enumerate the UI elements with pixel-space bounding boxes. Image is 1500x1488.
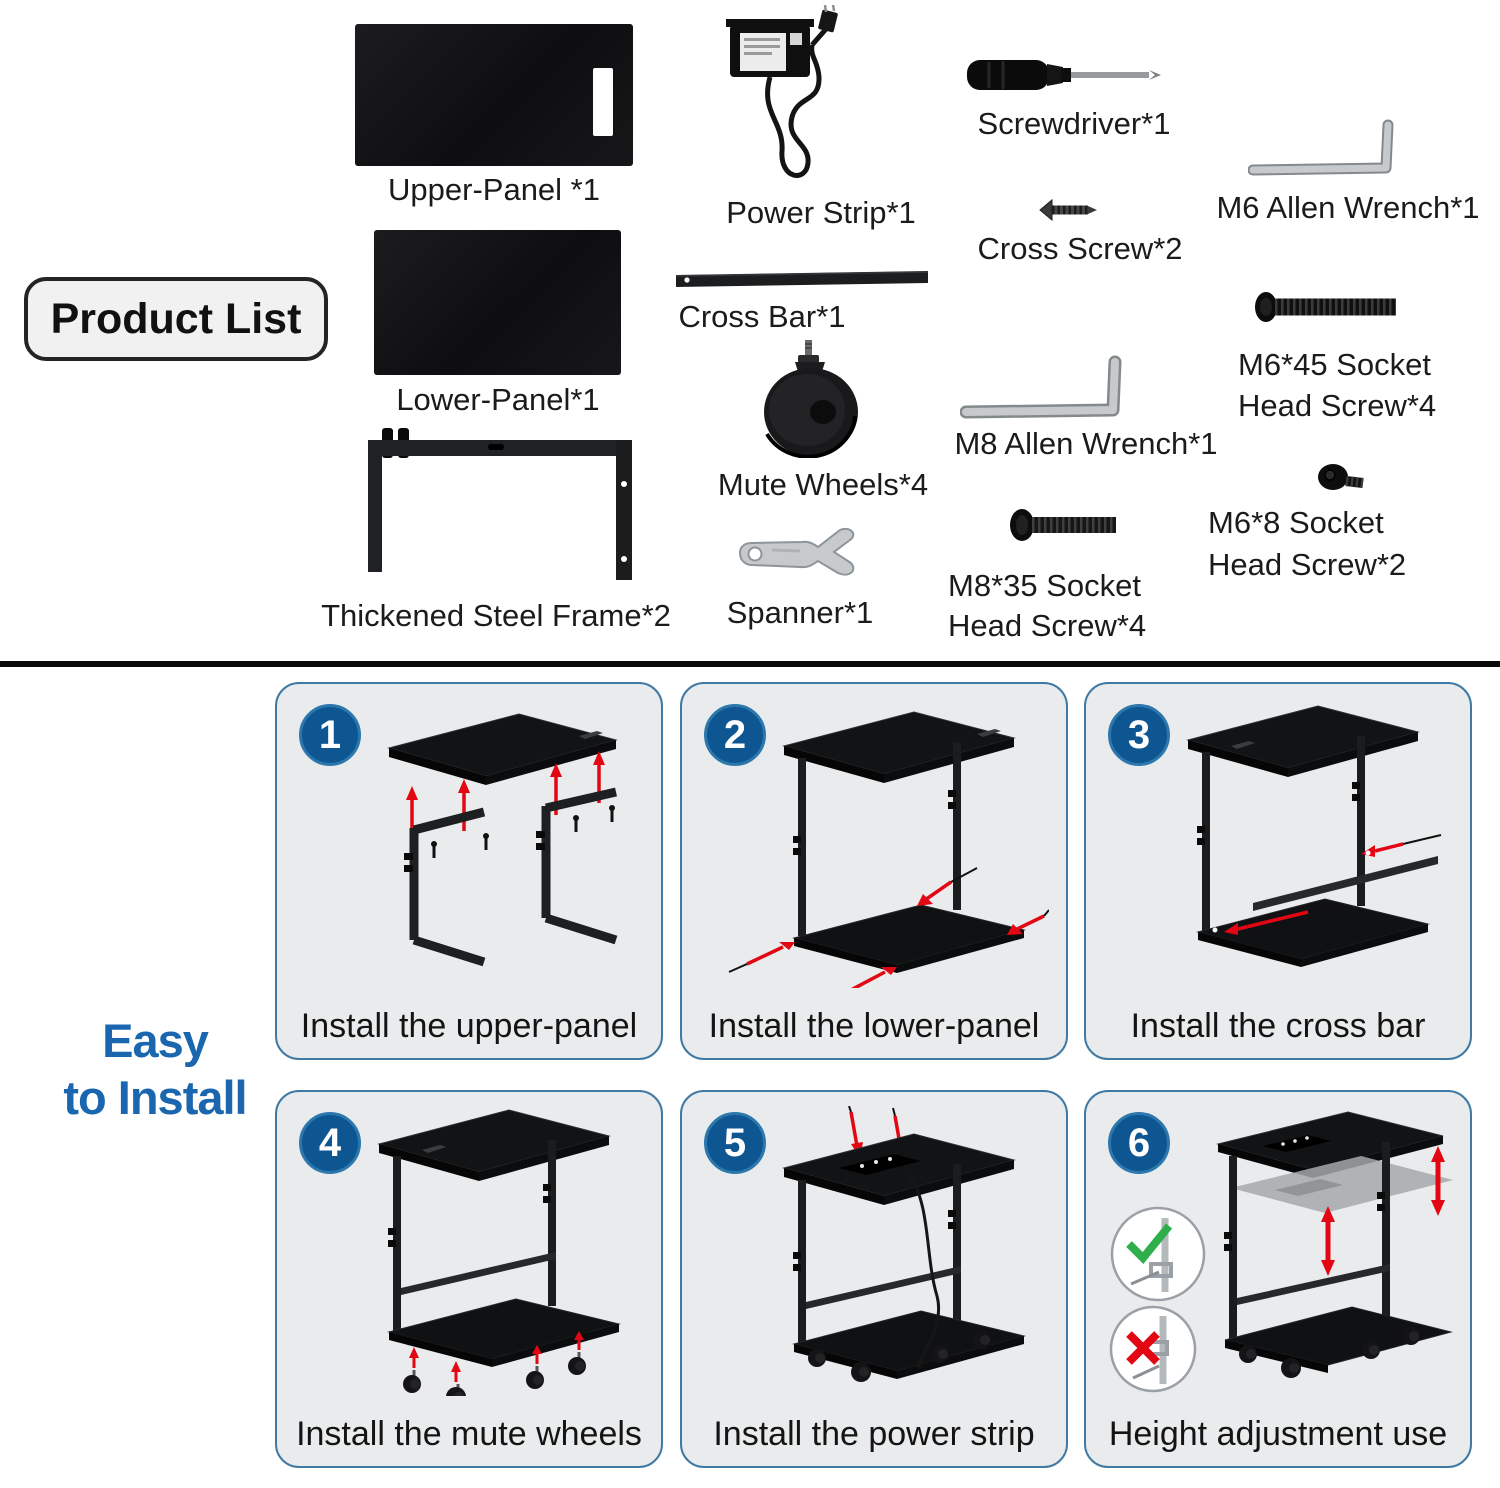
upper-panel-image <box>355 24 633 166</box>
spanner-label: Spanner*1 <box>726 595 874 630</box>
step-panel-1: 1 <box>275 682 663 1060</box>
cross-bar-image <box>676 271 928 287</box>
lower-panel-label: Lower-Panel*1 <box>396 382 600 417</box>
easy-to-install-heading: Easy to Install <box>30 1012 280 1127</box>
product-list-title: Product List <box>50 294 302 343</box>
step-5-illustration <box>782 1106 1026 1382</box>
cross-screw-label: Cross Screw*2 <box>977 231 1183 266</box>
screwdriver-image <box>967 60 1161 90</box>
wrong-clamp-inset <box>1109 1305 1197 1393</box>
steel-frame-image <box>368 428 632 580</box>
red-insert-arrows <box>746 880 1045 988</box>
screw-axes <box>728 867 1049 973</box>
power-cord <box>907 1173 941 1359</box>
step-5-number-badge: 5 <box>704 1112 766 1174</box>
m6-8-screw-image <box>1318 464 1364 490</box>
step-panel-2: 2 Install the <box>680 682 1068 1060</box>
step-3-number-badge: 3 <box>1108 704 1170 766</box>
step-5-caption: Install the power strip <box>713 1415 1035 1453</box>
step-6-illustration <box>1109 1111 1453 1393</box>
heading-line-1: Easy <box>102 1014 209 1067</box>
power-strip <box>839 1154 921 1175</box>
step-6-number-badge: 6 <box>1108 1112 1170 1174</box>
section-divider <box>0 661 1500 667</box>
mute-wheels-label: Mute Wheels*4 <box>717 467 929 502</box>
red-double-arrows <box>1321 1146 1445 1276</box>
casters <box>403 1352 586 1396</box>
heading-line-2: to Install <box>63 1071 247 1125</box>
step-panel-3: 3 Install the cross <box>1084 682 1472 1060</box>
ghost-panel <box>1231 1156 1453 1213</box>
upper-panel-slot <box>593 68 613 136</box>
step-6-caption: Height adjustment use <box>1108 1415 1448 1453</box>
lower-panel-image <box>374 230 621 375</box>
screw-axes <box>1307 834 1442 913</box>
step-4-illustration <box>377 1109 621 1396</box>
m6-allen-wrench-image <box>1248 119 1394 176</box>
power-strip-label: Power Strip*1 <box>726 195 916 230</box>
step-3-caption: Install the cross bar <box>1130 1007 1426 1045</box>
check-icon <box>1126 1223 1173 1264</box>
upper-panel-label: Upper-Panel *1 <box>388 172 600 207</box>
step-panel-5: 5 <box>680 1090 1068 1468</box>
spanner-image <box>738 528 855 576</box>
step-panel-6: 6 <box>1084 1090 1472 1468</box>
red-insert-arrows <box>1224 842 1404 935</box>
frame-right <box>541 787 618 945</box>
step-2-number-badge: 2 <box>704 704 766 766</box>
red-up-arrows <box>409 1331 584 1382</box>
m6-8-screw-label: M6*8 Socket Head Screw*2 <box>1208 505 1407 582</box>
cross-bar <box>1253 856 1438 911</box>
step-4-number-badge: 4 <box>299 1112 361 1174</box>
screws <box>431 805 615 858</box>
step-4-caption: Install the mute wheels <box>296 1415 642 1453</box>
x-icon <box>1126 1331 1160 1365</box>
m8-35-screw-label: M8*35 Socket Head Screw*4 <box>948 568 1147 643</box>
m8-allen-wrench-image <box>960 355 1122 419</box>
step-1-illustration <box>387 713 618 967</box>
power-strip-image <box>726 5 838 178</box>
m8-35-screw-image <box>1010 509 1116 541</box>
step-2-illustration <box>728 711 1049 988</box>
step-1-number-badge: 1 <box>299 704 361 766</box>
casters <box>808 1331 991 1382</box>
correct-clamp-inset <box>1110 1206 1206 1302</box>
m6-45-screw-image <box>1255 292 1396 322</box>
screwdriver-label: Screwdriver*1 <box>977 106 1171 141</box>
m8-allen-wrench-label: M8 Allen Wrench*1 <box>954 426 1218 461</box>
frame-left <box>409 807 486 967</box>
steel-frame-label: Thickened Steel Frame*2 <box>321 598 671 633</box>
mute-wheels-image <box>764 340 858 458</box>
m6-allen-wrench-label: M6 Allen Wrench*1 <box>1216 190 1480 225</box>
cross-screw-image <box>1039 198 1097 222</box>
casters <box>1239 1327 1420 1378</box>
step-3-illustration <box>1186 705 1442 967</box>
m6-45-screw-label: M6*45 Socket Head Screw*4 <box>1238 347 1437 423</box>
step-2-caption: Install the lower-panel <box>708 1007 1040 1045</box>
cross-bar-label: Cross Bar*1 <box>678 299 846 334</box>
step-panel-4: 4 <box>275 1090 663 1468</box>
product-list-title-box: Product List <box>24 277 328 361</box>
step-1-caption: Install the upper-panel <box>300 1007 638 1045</box>
